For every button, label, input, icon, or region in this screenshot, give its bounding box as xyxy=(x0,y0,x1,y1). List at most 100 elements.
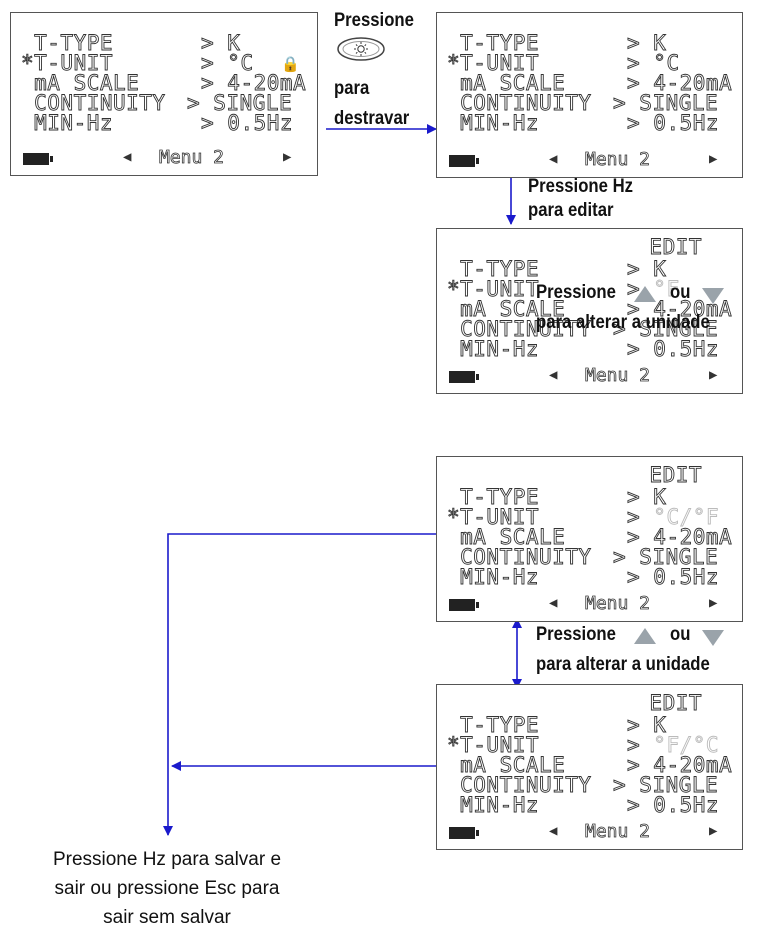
lcd-row: *T-UNIT xyxy=(447,505,540,529)
final-line-1: Pressione Hz para salvar e xyxy=(52,849,282,870)
status-bar: ◀ Menu 2 ▶ xyxy=(11,147,317,169)
press-hz-label: Pressione Hz xyxy=(528,176,634,197)
lcd-val: > SINGLE xyxy=(613,773,719,797)
lcd-val: > °C xyxy=(201,51,254,75)
lcd-row: T-TYPE xyxy=(447,485,540,509)
up-arrow-button-icon[interactable] xyxy=(632,626,658,646)
edit-indicator: EDIT xyxy=(649,463,702,487)
lcd-val: > 4-20mA xyxy=(627,753,733,777)
lcd-row: MIN-Hz xyxy=(447,565,540,589)
lcd-val: > K xyxy=(201,31,241,55)
lcd-row: mA SCALE xyxy=(447,71,566,95)
lcd-val: > 4-20mA xyxy=(627,71,733,95)
battery-icon xyxy=(449,371,479,383)
lcd-row: T-TYPE xyxy=(447,31,540,55)
lcd-row: *T-UNIT xyxy=(447,51,540,75)
lcd-val: > SINGLE xyxy=(187,91,293,115)
lcd-val: > SINGLE xyxy=(613,545,719,569)
backlight-button-icon[interactable] xyxy=(336,36,386,62)
lcd-val: > 4-20mA xyxy=(627,297,733,321)
lcd-row: CONTINUITY xyxy=(447,317,592,341)
status-bar: ◀ Menu 2 ▶ xyxy=(437,365,742,387)
final-line-2: sair ou pressione Esc para xyxy=(54,878,280,899)
lcd-val: > 0.5Hz xyxy=(627,337,720,361)
lcd-val: > K xyxy=(627,713,667,737)
press-label-b: Pressione xyxy=(536,624,616,645)
or-label-a: ou xyxy=(670,282,691,303)
or-label-b: ou xyxy=(670,624,691,645)
edit-label: para editar xyxy=(528,200,614,221)
para-label: para xyxy=(334,78,370,99)
lcd-screen-4: EDIT T-TYPE > K *T-UNIT > °C/°F mA SCALE… xyxy=(436,456,743,622)
lcd-row: mA SCALE xyxy=(447,753,566,777)
lock-icon: 🔒 xyxy=(281,55,300,73)
lcd-val: > °C xyxy=(627,51,680,75)
lcd-val: > K xyxy=(627,31,667,55)
lcd-row: mA SCALE xyxy=(447,297,566,321)
lcd-val: > °C/°F xyxy=(627,505,720,529)
menu-label: Menu 2 xyxy=(585,365,651,387)
lcd-row: CONTINUITY xyxy=(21,91,166,115)
lcd-row: *T-UNIT xyxy=(447,733,540,757)
change-unit-label-a: para alterar a unidade xyxy=(536,312,710,333)
lcd-row: T-TYPE xyxy=(447,257,540,281)
lcd-row: mA SCALE xyxy=(447,525,566,549)
lcd-row: MIN-Hz xyxy=(21,111,114,135)
unlock-label: destravar xyxy=(334,108,410,129)
right-arrow-icon: ▶ xyxy=(709,595,718,611)
down-arrow-button-icon[interactable] xyxy=(700,628,726,648)
lcd-screen-3: EDIT T-TYPE > K *T-UNIT > °F mA SCALE > … xyxy=(436,228,743,394)
lcd-val: > 0.5Hz xyxy=(201,111,294,135)
lcd-val: > SINGLE xyxy=(613,91,719,115)
lcd-val: > 4-20mA xyxy=(201,71,307,95)
battery-icon xyxy=(449,599,479,611)
status-bar: ◀ Menu 2 ▶ xyxy=(437,593,742,615)
status-bar: ◀ Menu 2 ▶ xyxy=(437,821,742,843)
press-label: Pressione xyxy=(334,10,414,31)
lcd-val: > °F/°C xyxy=(627,733,720,757)
lcd-val: > °F xyxy=(627,277,680,301)
status-bar: ◀ Menu 2 ▶ xyxy=(437,149,742,171)
lcd-row: T-TYPE xyxy=(21,31,114,55)
final-line-3: sair sem salvar xyxy=(103,907,231,928)
lcd-row: CONTINUITY xyxy=(447,545,592,569)
lcd-row: T-TYPE xyxy=(447,713,540,737)
up-arrow-button-icon[interactable] xyxy=(632,284,658,304)
lcd-val: > 4-20mA xyxy=(627,525,733,549)
menu-label: Menu 2 xyxy=(585,593,651,615)
press-label-a: Pressione xyxy=(536,282,616,303)
lcd-screen-2: T-TYPE > K *T-UNIT > °C mA SCALE > 4-20m… xyxy=(436,12,743,178)
battery-icon xyxy=(449,155,479,167)
change-unit-label-b: para alterar a unidade xyxy=(536,654,710,675)
right-arrow-icon: ▶ xyxy=(283,149,292,165)
arrow-exit xyxy=(163,533,436,836)
lcd-row: MIN-Hz xyxy=(447,111,540,135)
lcd-screen-5: EDIT T-TYPE > K *T-UNIT > °F/°C mA SCALE… xyxy=(436,684,743,850)
lcd-val: > K xyxy=(627,257,667,281)
edit-indicator: EDIT xyxy=(649,691,702,715)
lcd-val: > 0.5Hz xyxy=(627,111,720,135)
left-arrow-icon: ◀ xyxy=(123,149,132,165)
lcd-val: > SINGLE xyxy=(613,317,719,341)
lcd-row: *T-UNIT xyxy=(447,277,540,301)
lcd-row: MIN-Hz xyxy=(447,337,540,361)
menu-label: Menu 2 xyxy=(159,147,225,169)
left-arrow-icon: ◀ xyxy=(549,367,558,383)
lcd-row: CONTINUITY xyxy=(447,91,592,115)
left-arrow-icon: ◀ xyxy=(549,595,558,611)
lcd-row: CONTINUITY xyxy=(447,773,592,797)
battery-icon xyxy=(23,153,53,165)
menu-label: Menu 2 xyxy=(585,149,651,171)
final-instruction: Pressione Hz para salvar e sair ou press… xyxy=(22,845,312,932)
lcd-val: > 0.5Hz xyxy=(627,565,720,589)
menu-label: Menu 2 xyxy=(585,821,651,843)
down-arrow-button-icon[interactable] xyxy=(700,286,726,306)
right-arrow-icon: ▶ xyxy=(709,151,718,167)
lcd-row: MIN-Hz xyxy=(447,793,540,817)
left-arrow-icon: ◀ xyxy=(549,151,558,167)
left-arrow-icon: ◀ xyxy=(549,823,558,839)
battery-icon xyxy=(449,827,479,839)
lcd-row: *T-UNIT xyxy=(21,51,114,75)
right-arrow-icon: ▶ xyxy=(709,367,718,383)
lcd-row: mA SCALE xyxy=(21,71,140,95)
